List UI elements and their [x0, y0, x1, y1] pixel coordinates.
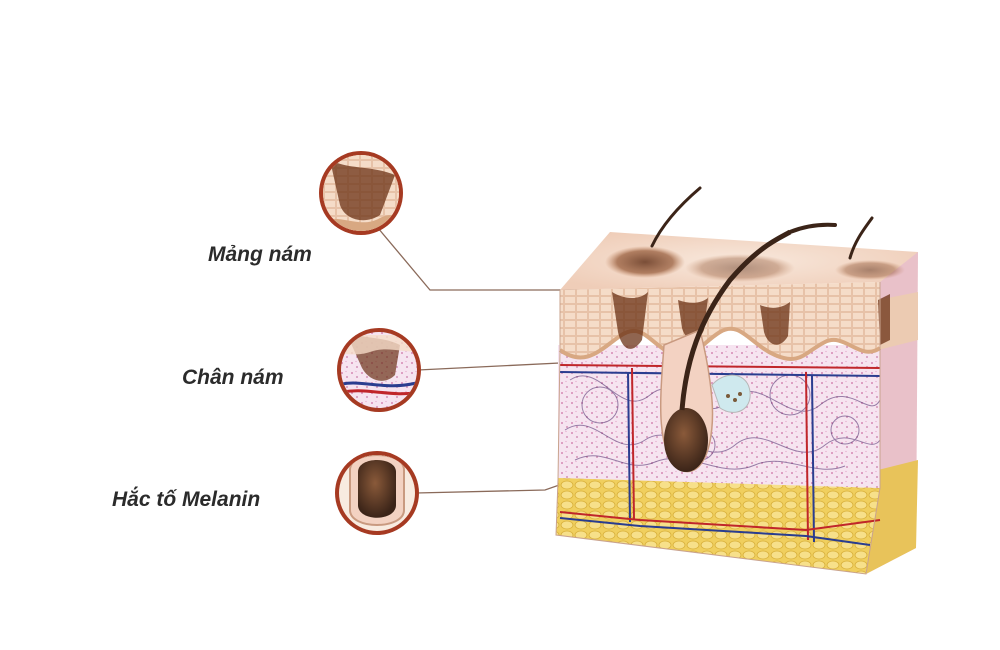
blood-vessels	[559, 364, 881, 546]
label-melanin: Hắc tố Melanin	[112, 488, 261, 511]
dermis-layer	[558, 345, 880, 490]
pigment-columns	[612, 292, 890, 349]
label-melasma-patch: Mảng nám	[208, 243, 312, 266]
hair-follicle	[659, 229, 792, 473]
label-melasma-root: Chân nám	[182, 366, 284, 389]
hair-bulb	[664, 408, 708, 472]
melanin-follicle-zoom	[335, 451, 419, 535]
hairs	[650, 186, 874, 260]
leader-line-root	[417, 361, 581, 371]
melasma-patch-zoom	[319, 151, 403, 235]
skin-block	[555, 229, 918, 575]
fat-layer	[556, 478, 880, 574]
melasma-root-zoom	[337, 328, 421, 412]
